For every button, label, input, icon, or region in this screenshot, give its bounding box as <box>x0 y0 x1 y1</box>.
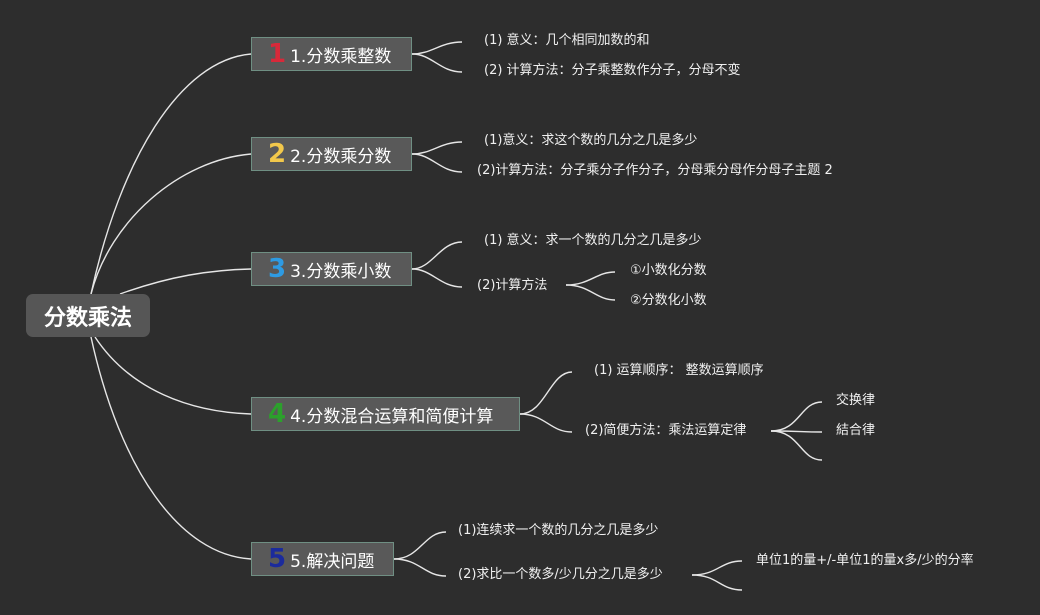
subtopic-4-2-2[interactable]: 結合律 <box>836 423 876 438</box>
branch-label: 5.解决问题 <box>290 551 375 572</box>
link-b3-i2 <box>411 268 463 288</box>
link-b3-s1 <box>565 271 616 286</box>
subtopic-2-2[interactable]: (2)计算方法：分子乘分子作分子，分母乘分母作分母子主题 2 <box>477 163 833 178</box>
root-topic[interactable]: 分数乘法 <box>26 294 150 337</box>
subtopic-4-2-1[interactable]: 交换律 <box>836 393 876 408</box>
link-root-b2 <box>90 153 252 295</box>
subtopic-3-2[interactable]: (2)计算方法 <box>477 278 548 293</box>
link-b4-i1 <box>519 371 573 415</box>
subtopic-1-2[interactable]: (2) 计算方法：分子乘整数作分子，分母不变 <box>484 63 741 78</box>
subtopic-3-2-1[interactable]: ①小数化分数 <box>630 263 707 278</box>
branch-label: 2.分数乘分数 <box>290 146 392 167</box>
branch-label: 3.分数乘小数 <box>290 261 392 282</box>
link-b2-i1 <box>411 141 463 155</box>
link-b5-i2 <box>393 558 447 577</box>
branch-label: 1.分数乘整数 <box>290 46 392 67</box>
link-root-b3 <box>119 268 252 295</box>
subtopic-5-2-1[interactable]: 单位1的量+/-单位1的量x多/少的分率 <box>756 553 974 568</box>
link-root-b5 <box>90 336 252 560</box>
subtopic-3-1[interactable]: (1) 意义：求一个数的几分之几是多少 <box>484 233 702 248</box>
subtopic-1-1[interactable]: (1) 意义：几个相同加数的和 <box>484 33 650 48</box>
number-1-icon: 1 <box>268 39 287 69</box>
number-4-icon: 4 <box>268 399 287 429</box>
subtopic-2-1[interactable]: (1)意义：求这个数的几分之几是多少 <box>484 133 698 148</box>
link-root-b4 <box>94 336 252 415</box>
branch-topic-3[interactable]: 3 3.分数乘小数 <box>251 252 412 286</box>
link-root-b1 <box>90 53 252 295</box>
subtopic-5-1[interactable]: (1)连续求一个数的几分之几是多少 <box>458 523 659 538</box>
subtopic-5-2[interactable]: (2)求比一个数多/少几分之几是多少 <box>458 567 663 582</box>
subtopic-4-2[interactable]: (2)简便方法：乘法运算定律 <box>585 423 747 438</box>
link-b3-s2 <box>565 284 616 301</box>
link-b5-i1 <box>393 531 447 560</box>
branch-topic-5[interactable]: 5 5.解决问题 <box>251 542 394 576</box>
link-b2-i2 <box>411 153 463 173</box>
branch-label: 4.分数混合运算和简便计算 <box>290 406 494 427</box>
link-b3-i1 <box>411 241 463 270</box>
subtopic-3-2-2[interactable]: ②分数化小数 <box>630 293 707 308</box>
link-b4-i2 <box>519 413 573 433</box>
branch-topic-1[interactable]: 1 1.分数乘整数 <box>251 37 412 71</box>
number-5-icon: 5 <box>268 544 287 574</box>
number-3-icon: 3 <box>268 254 287 284</box>
link-b5-s1 <box>691 560 743 576</box>
link-b1-i1 <box>411 41 463 55</box>
subtopic-4-1[interactable]: (1) 运算顺序： 整数运算顺序 <box>594 363 764 378</box>
number-2-icon: 2 <box>268 139 287 169</box>
link-b4-s1 <box>770 401 823 432</box>
link-b4-s3 <box>770 430 823 461</box>
branch-topic-4[interactable]: 4 4.分数混合运算和简便计算 <box>251 397 520 431</box>
branch-topic-2[interactable]: 2 2.分数乘分数 <box>251 137 412 171</box>
link-b5-s2 <box>691 574 743 591</box>
link-b1-i2 <box>411 53 463 73</box>
